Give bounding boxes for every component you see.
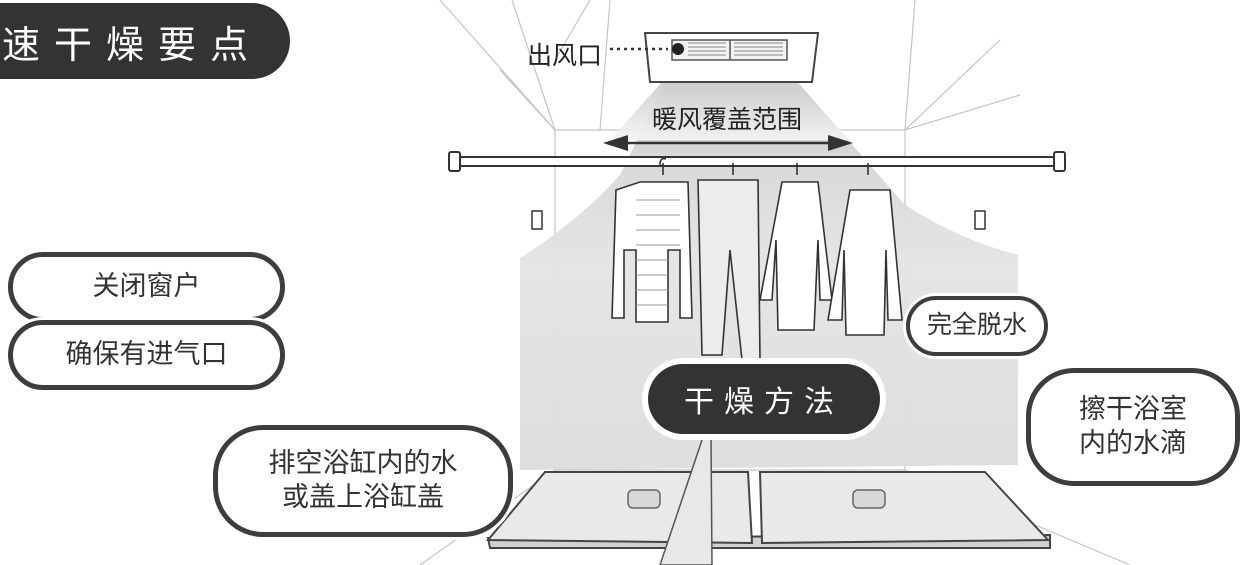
wall-hook-left [531, 210, 543, 230]
tip-close-windows: 关闭窗户 [8, 252, 285, 322]
tip-spin-dry-text: 完全脱水 [926, 311, 1027, 340]
tip-spin-dry: 完全脱水 [906, 296, 1048, 356]
tip-wipe-water-drops: 擦干浴室 内的水滴 [1026, 368, 1240, 486]
garment-sweater [759, 163, 833, 331]
clothes-rod [448, 151, 1066, 172]
ceiling-fan-unit [643, 32, 820, 83]
tip-keep-air-inlet: 确保有进气口 [8, 320, 285, 390]
coverage-arrow [603, 135, 853, 151]
tip-drain-bathtub-line2: 或盖上浴缸盖 [282, 482, 444, 512]
tip-drain-bathtub: 排空浴缸内的水 或盖上浴缸盖 [213, 425, 513, 537]
garment-trousers [697, 163, 761, 361]
coverage-label: 暖风覆盖范围 [652, 106, 803, 134]
method-pointer [659, 436, 713, 565]
tip-close-windows-text: 关闭窗户 [92, 271, 201, 302]
wall-hook-right [974, 210, 986, 230]
garment-striped-shirt [611, 157, 693, 323]
drying-method-label: 干燥方法 [648, 364, 880, 434]
outlet-label: 出风口 [527, 42, 603, 70]
tip-drain-bathtub-line1: 排空浴缸内的水 [268, 448, 458, 479]
page-title: 速干燥要点 [0, 3, 290, 79]
outlet-dot [672, 43, 684, 55]
bathtub-cover [485, 471, 1051, 549]
garment-dress-shirt [827, 163, 903, 336]
tip-keep-air-inlet-text: 确保有进气口 [65, 339, 228, 370]
tip-wipe-line2: 内的水滴 [1079, 428, 1187, 458]
tip-wipe-line1: 擦干浴室 [1079, 394, 1187, 425]
